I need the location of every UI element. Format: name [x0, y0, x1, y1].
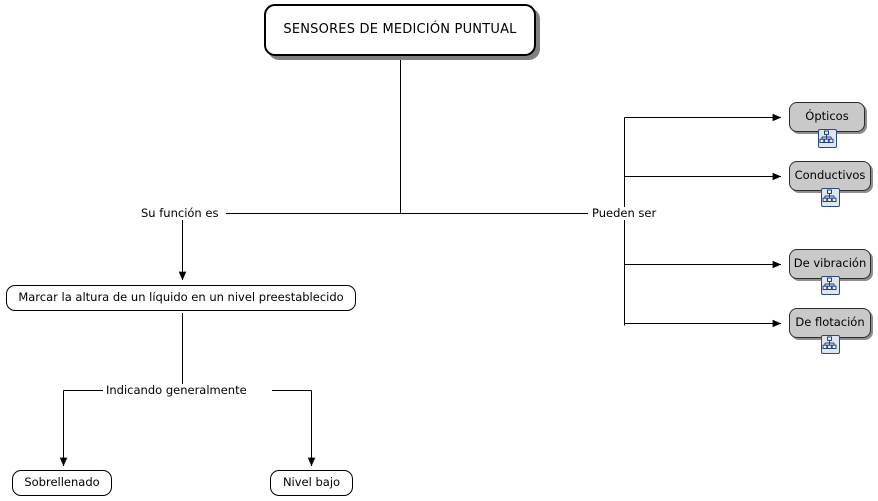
node-conductivos-label: Conductivos	[794, 168, 866, 183]
link-label-pueden-ser[interactable]: Pueden ser	[590, 206, 659, 220]
node-vibracion[interactable]: De vibración	[789, 249, 871, 279]
resource-tree-icon[interactable]	[821, 335, 840, 354]
node-nivel-bajo-label: Nivel bajo	[282, 475, 341, 490]
node-root[interactable]: SENSORES DE MEDICIÓN PUNTUAL	[264, 4, 536, 56]
node-conductivos[interactable]: Conductivos	[789, 161, 871, 191]
node-flotacion[interactable]: De flotación	[789, 308, 871, 338]
node-sobrellenado[interactable]: Sobrellenado	[12, 470, 112, 496]
link-label-indicando-generalmente[interactable]: Indicando generalmente	[104, 383, 249, 397]
node-root-label: SENSORES DE MEDICIÓN PUNTUAL	[283, 21, 517, 37]
node-vibracion-label: De vibración	[793, 256, 867, 271]
node-opticos[interactable]: Ópticos	[789, 102, 865, 132]
resource-tree-icon[interactable]	[818, 129, 837, 148]
node-flotacion-label: De flotación	[795, 315, 865, 330]
resource-tree-icon[interactable]	[821, 188, 840, 207]
resource-tree-icon[interactable]	[821, 276, 840, 295]
node-sobrellenado-label: Sobrellenado	[24, 475, 100, 490]
node-opticos-label: Ópticos	[805, 109, 849, 124]
node-nivel-bajo[interactable]: Nivel bajo	[270, 470, 353, 496]
node-funcion-label: Marcar la altura de un líquido en un niv…	[18, 290, 344, 305]
node-funcion[interactable]: Marcar la altura de un líquido en un niv…	[6, 285, 356, 311]
link-label-su-funcion-es[interactable]: Su función es	[139, 206, 221, 220]
